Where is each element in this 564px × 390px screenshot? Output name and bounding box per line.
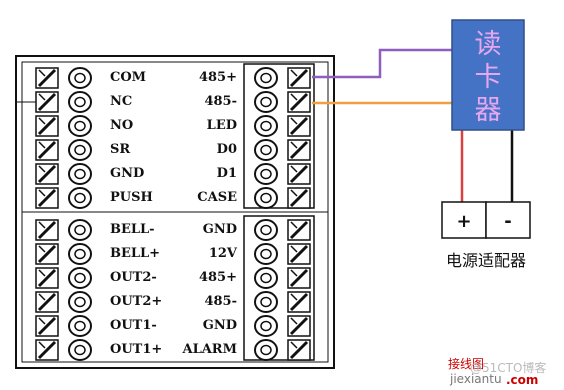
connector-loop [254,315,278,337]
reader-char: 读 [475,29,502,60]
minus-terminal-box [485,201,531,239]
left-top-labels: COM NC NO SR GND PUSH [110,70,153,205]
screw-terminal [287,219,311,241]
connector-loop [254,67,278,89]
connector-loop [254,219,278,241]
minus-sign: - [504,211,511,232]
purple-wire [312,48,452,79]
pin-label: 12V [209,246,238,261]
connector-loop [254,339,278,361]
screw-terminal [287,163,311,185]
power-adapter-label: 电源适配器 [446,251,526,270]
pin-label: LED [207,118,237,133]
pin-label: ALARM [181,342,237,357]
pin-label: GND [203,222,237,237]
pin-label: CASE [197,190,237,205]
connector-loop [254,139,278,161]
pin-label: 485- [204,294,237,309]
pin-label: BELL+ [110,246,160,261]
screw-terminal [35,243,59,265]
reader-char: 卡 [475,62,502,93]
screw-terminal [287,187,311,209]
connector-loop [68,315,92,337]
right-top-terminal-frame [243,63,315,209]
screw-terminal [35,291,59,313]
screw-terminal [35,67,59,89]
right-bottom-terminal-frame [243,215,315,361]
pin-label: GND [203,318,237,333]
pin-label: D0 [217,142,237,157]
screw-terminal [35,315,59,337]
connector-loop [254,115,278,137]
watermark-brand: .com [506,373,538,387]
screw-terminal [287,291,311,313]
pin-label: OUT2+ [110,294,162,309]
pin-label: OUT1- [110,318,157,333]
plus-terminal-box [441,201,487,239]
connector-loop [68,291,92,313]
watermark-line2: jiexiantu [449,372,502,386]
pin-label: BELL- [110,222,155,237]
reader-char: 器 [475,95,502,126]
screw-terminal [287,67,311,89]
screw-terminal [287,267,311,289]
pin-label: NC [110,94,132,109]
screw-terminal [35,219,59,241]
screw-terminal [35,139,59,161]
connector-loop [254,187,278,209]
pin-label: D1 [217,166,237,181]
screw-terminal [35,115,59,137]
right-bottom-terminals [254,219,311,361]
pin-label: GND [110,166,144,181]
plus-sign: + [456,211,471,232]
connector-loop [68,187,92,209]
screw-terminal [35,163,59,185]
screw-terminal [287,243,311,265]
connector-loop [68,339,92,361]
watermark-faint: @51CTO博客 [470,360,546,375]
pin-label: 485+ [199,70,237,85]
pin-label: 485+ [199,270,237,285]
screw-terminal [35,91,59,113]
connector-loop [68,267,92,289]
pin-label: COM [110,70,146,85]
left-bottom-labels: BELL- BELL+ OUT2- OUT2+ OUT1- OUT1+ [110,222,162,357]
right-bottom-labels: GND 12V 485+ 485- GND ALARM [181,222,237,357]
connector-loop [68,219,92,241]
left-top-terminals [35,67,92,209]
connector-loop [254,267,278,289]
connector-loop [254,91,278,113]
pin-label: 485- [204,94,237,109]
pin-label: NO [110,118,133,133]
screw-terminal [287,139,311,161]
screw-terminal [287,315,311,337]
connector-loop [68,67,92,89]
pin-label: PUSH [110,190,153,205]
pin-label: OUT2- [110,270,157,285]
connector-loop [254,243,278,265]
screw-terminal [287,115,311,137]
connector-loop [254,291,278,313]
screw-terminal [35,267,59,289]
connector-loop [68,139,92,161]
pin-label: SR [110,142,130,157]
connector-loop [68,91,92,113]
connector-loop [254,163,278,185]
screw-terminal [287,339,311,361]
pin-label: OUT1+ [110,342,162,357]
connector-loop [68,163,92,185]
screw-terminal [35,339,59,361]
connector-loop [68,115,92,137]
left-bottom-terminals [35,219,92,361]
card-reader-box [451,19,525,131]
connector-loop [68,243,92,265]
watermark-line1: 接线图 [448,356,484,371]
right-top-labels: 485+ 485- LED D0 D1 CASE [197,70,237,205]
screw-terminal [35,187,59,209]
right-top-terminals [254,67,311,209]
screw-terminal [287,91,311,113]
